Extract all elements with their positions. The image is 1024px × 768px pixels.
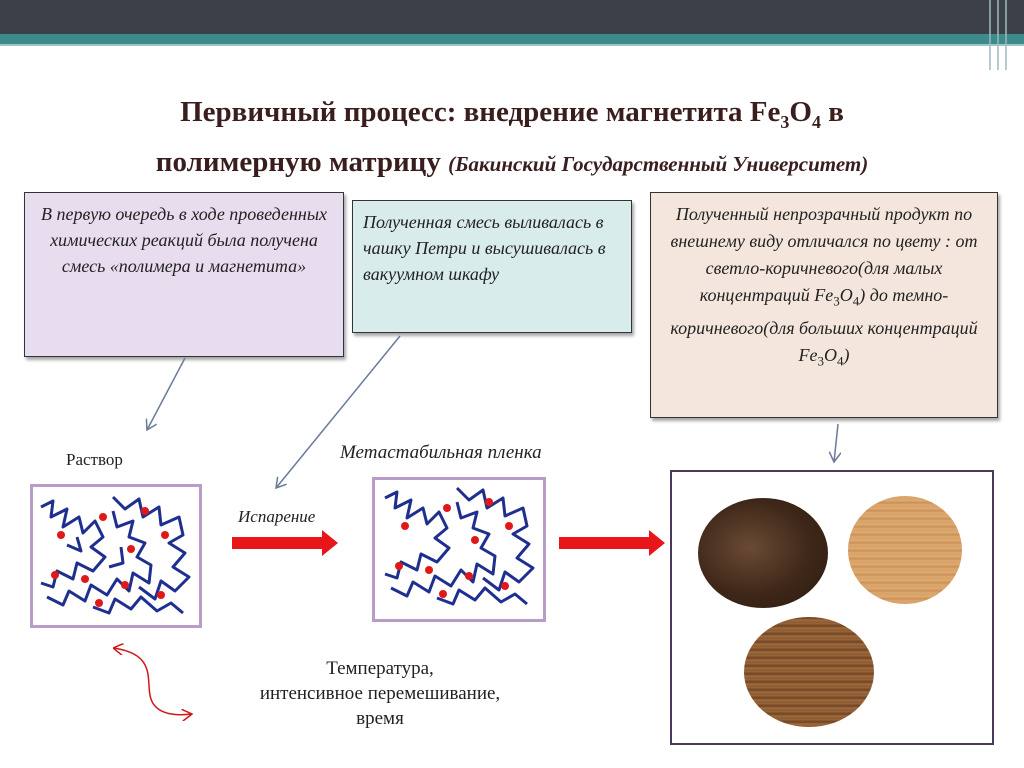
corner-decoration	[989, 0, 1007, 70]
samples-panel	[670, 470, 994, 745]
pointer-arrow-1	[147, 357, 186, 430]
header-accent-bar	[0, 34, 1024, 44]
evaporation-label: Испарение	[238, 507, 316, 526]
title-subtitle: (Бакинский Государственный Университет)	[448, 151, 869, 176]
polymer-network-drawing	[384, 486, 535, 606]
step3-callout: Полученный непрозрачный продукт по внешн…	[650, 192, 998, 418]
light-brown-sample	[848, 496, 962, 604]
dark-brown-sample	[698, 498, 828, 608]
step1-callout: В первую очередь в ходе проведенных хими…	[24, 192, 344, 357]
pointer-arrow-2	[276, 335, 401, 488]
conditions-label: Температура, интенсивное перемешивание, …	[259, 658, 501, 729]
process-arrow-1	[232, 530, 338, 556]
title-line-2: полимерную матрицу (Бакинский Государств…	[155, 145, 869, 178]
film-label: Метастабильная пленка	[340, 442, 542, 463]
step2-callout: Полученная смесь выливалась в чашку Петр…	[352, 200, 632, 333]
solution-polymer-image	[30, 484, 202, 628]
title-line-1: Первичный процесс: внедрение магнетита F…	[180, 96, 844, 132]
polymer-network-drawing	[40, 495, 191, 615]
slide-title: Первичный процесс: внедрение магнетита F…	[60, 92, 964, 184]
process-arrow-2	[559, 530, 665, 556]
header-bar	[0, 0, 1024, 34]
metastable-film-image	[372, 477, 546, 622]
header-thin-line	[0, 44, 1024, 46]
solution-label: Раствор	[66, 450, 123, 469]
double-curved-arrow	[113, 648, 192, 715]
medium-brown-sample	[744, 617, 874, 727]
pointer-arrow-3	[834, 423, 838, 462]
